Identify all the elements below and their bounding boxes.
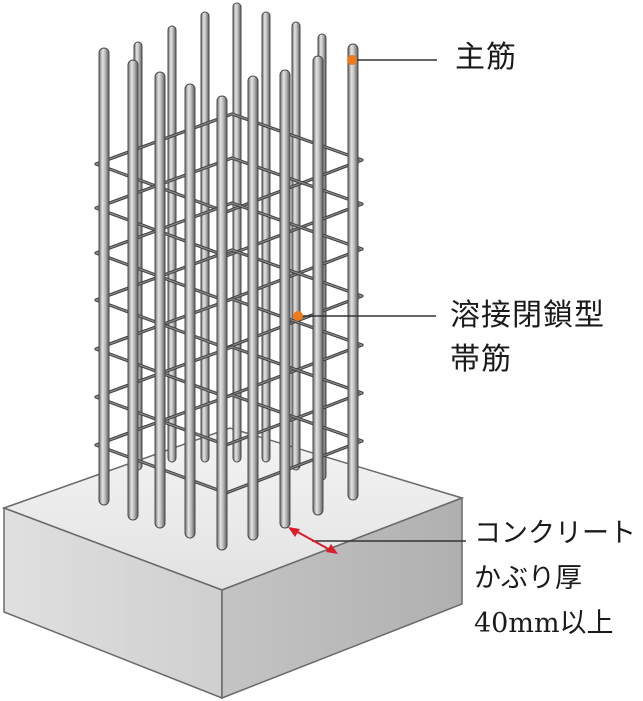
cover-label-line2: かぶり厚 [474, 563, 582, 594]
main-rebar [279, 69, 291, 529]
hoop-marker [293, 311, 303, 321]
base-right-face [221, 496, 463, 700]
main-rebar [200, 11, 210, 463]
cover-label-line1: コンクリート [474, 518, 636, 549]
cover-label-line3: 40mm以上 [474, 608, 614, 639]
concrete-base [1, 427, 465, 700]
main-rebar [127, 59, 139, 521]
main-bar-label: 主筋 [455, 40, 517, 75]
main-rebar [291, 21, 301, 471]
cover-arrow [288, 527, 338, 554]
main-rebar [247, 75, 259, 541]
main-rebar [167, 25, 177, 463]
main-rebar [261, 11, 271, 463]
main-rebar [312, 55, 324, 516]
annotations [288, 55, 466, 554]
hoop-label-line2: 帯筋 [450, 342, 512, 377]
main-rebar [184, 83, 196, 539]
main-bar-marker [347, 55, 357, 65]
main-rebar [154, 71, 166, 529]
hoop-label-line1: 溶接閉鎖型 [450, 298, 605, 333]
main-rebar [98, 47, 110, 506]
main-rebar [347, 43, 359, 501]
main-rebar [216, 95, 228, 551]
rebars-front [98, 43, 359, 551]
